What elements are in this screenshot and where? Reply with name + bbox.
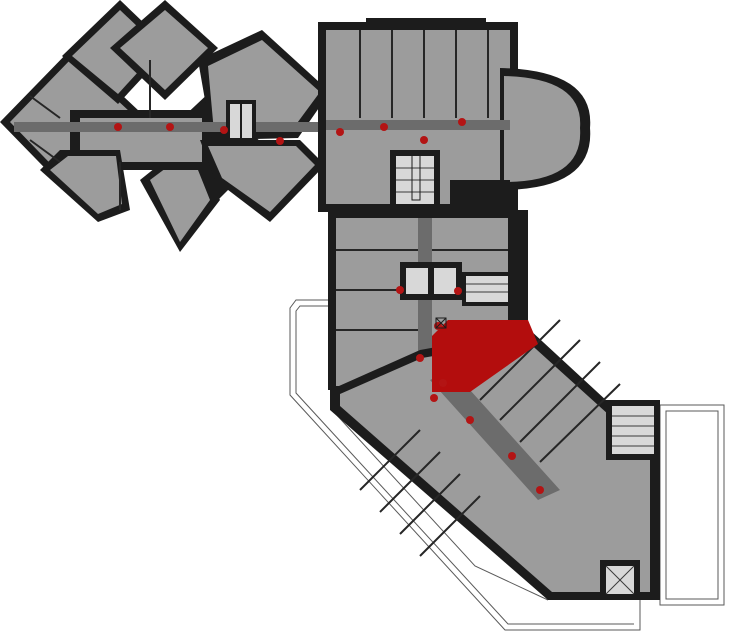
- room-partitions: [29, 30, 508, 331]
- elevator-icon: [435, 317, 447, 329]
- central-block: [328, 210, 528, 390]
- southeast-wing: [330, 319, 660, 600]
- highlighted-zone: [432, 320, 538, 392]
- stair-icon: [411, 153, 421, 201]
- north-wing: [318, 18, 591, 212]
- terrace-outlines: [289, 299, 725, 631]
- west-wing: [0, 0, 334, 252]
- fire-door-markers: [114, 118, 544, 494]
